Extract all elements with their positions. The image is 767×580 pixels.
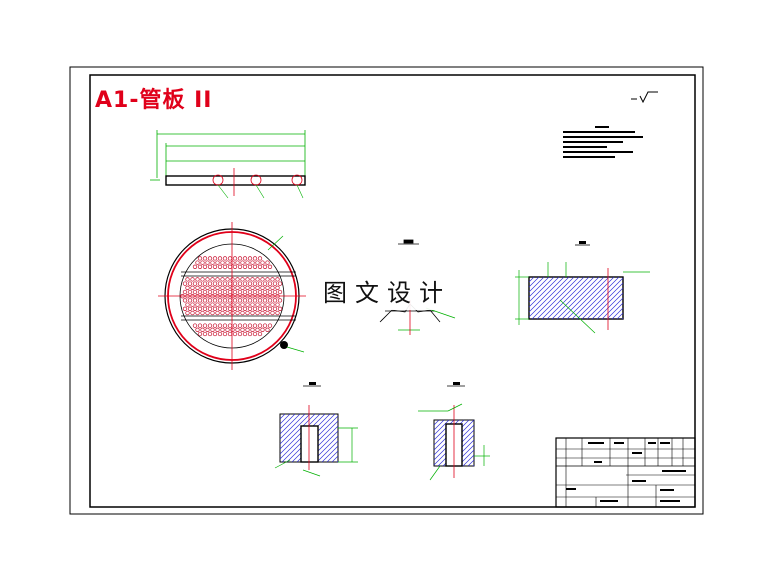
outer-frame bbox=[69, 66, 704, 515]
section-detail-right bbox=[515, 241, 650, 334]
tube-joint-detail-middle bbox=[418, 382, 490, 481]
technical-notes-block bbox=[563, 126, 643, 158]
tube-joint-detail-left bbox=[274, 382, 358, 477]
inner-frame bbox=[89, 74, 696, 508]
tube-hole-pattern bbox=[180, 256, 283, 337]
side-view bbox=[150, 130, 306, 199]
tubesheet-plan-view bbox=[158, 222, 306, 370]
drawing-title: A1-管板 II bbox=[95, 88, 213, 113]
title-block bbox=[555, 437, 696, 508]
roughness-symbol bbox=[631, 91, 658, 104]
watermark: 图文设计 bbox=[312, 270, 462, 310]
